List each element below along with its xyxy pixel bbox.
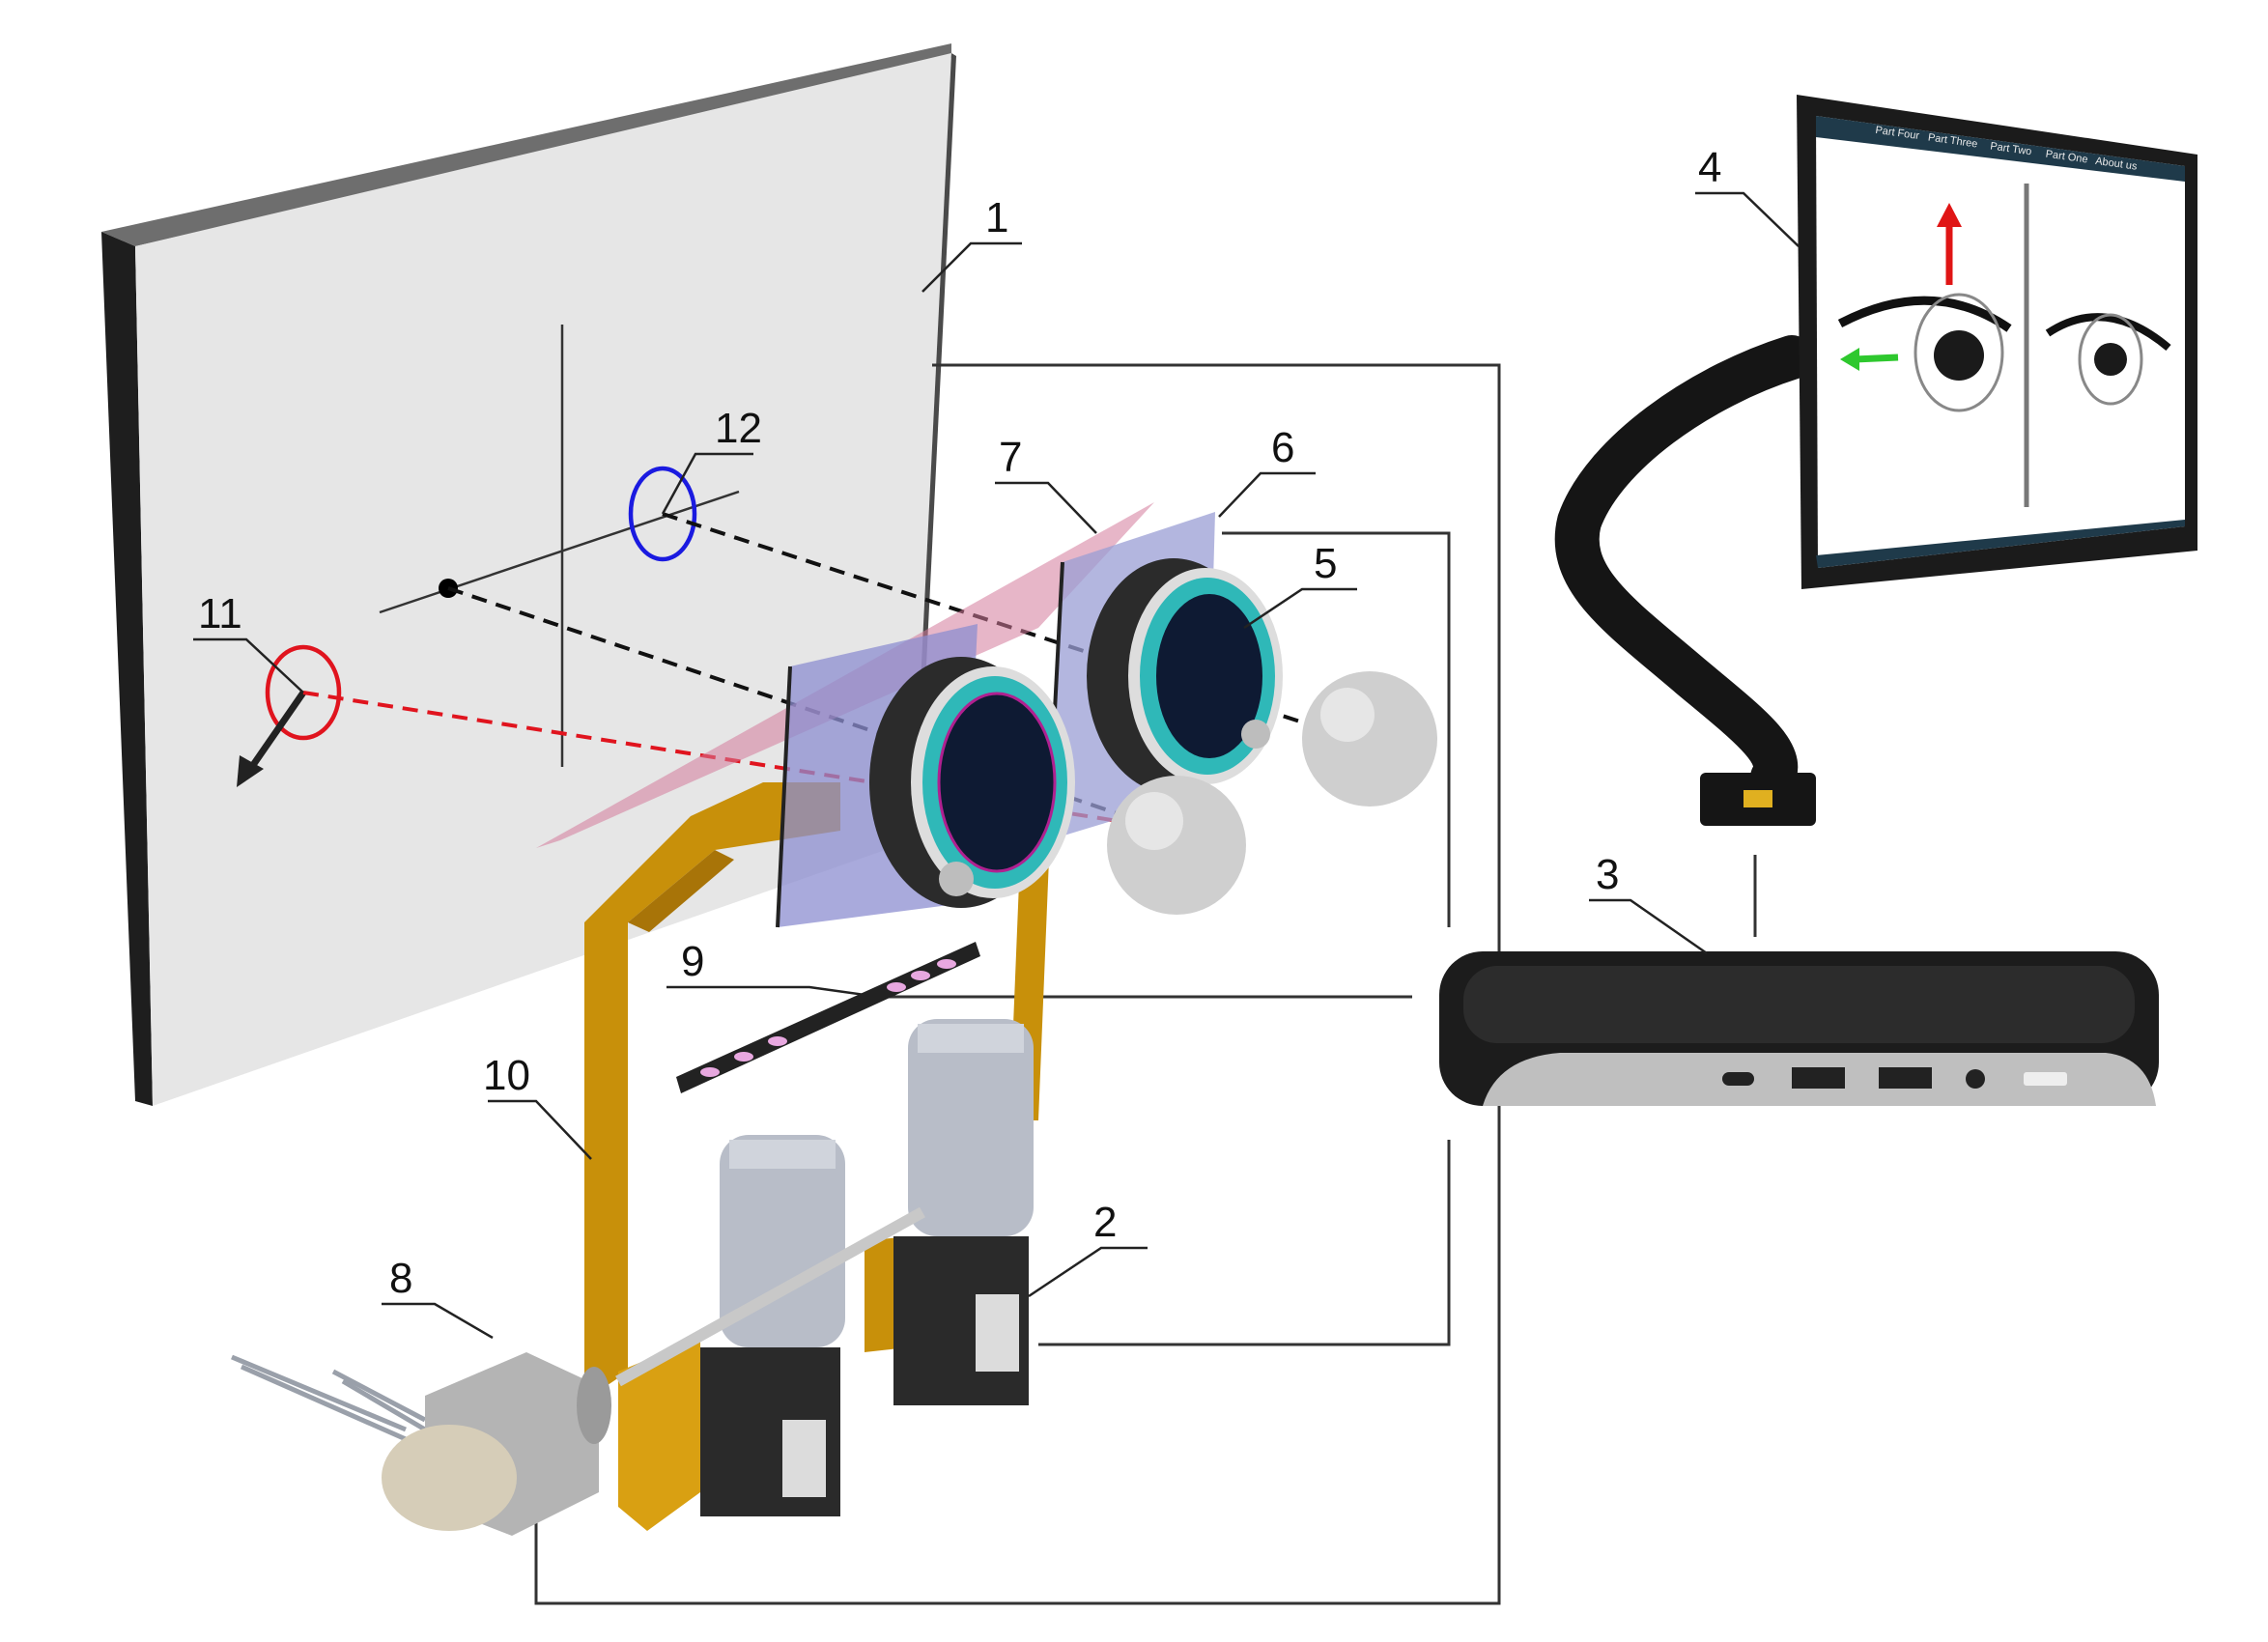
callout-1: 1	[985, 194, 1008, 241]
monitor	[1797, 95, 2197, 589]
ir-led-bar	[676, 942, 980, 1093]
callout-6: 6	[1271, 424, 1294, 471]
gaze-direction-arrow	[237, 691, 306, 787]
mini-pc	[1439, 951, 2159, 1106]
callout-7: 7	[999, 434, 1022, 481]
target-11-red-circle	[265, 644, 342, 741]
camera-left	[700, 1135, 845, 1516]
callout-8: 8	[389, 1255, 412, 1302]
callout-4: 4	[1698, 144, 1721, 191]
projection-screen	[101, 43, 956, 1106]
monitor-arm	[1554, 335, 1816, 826]
callout-10: 10	[483, 1052, 530, 1099]
monitor-right-eye	[2045, 313, 2171, 406]
callout-12: 12	[715, 405, 762, 452]
guide-rod	[615, 1206, 925, 1387]
camera-right	[893, 1019, 1034, 1405]
stepper-motor	[382, 1352, 611, 1536]
callout-3: 3	[1596, 851, 1619, 898]
left-arrow-green	[1840, 348, 1899, 371]
target-12-blue-circle	[628, 466, 697, 562]
up-arrow-red	[1937, 203, 1962, 285]
cable-ends	[231, 1354, 427, 1442]
lens-holder-right	[1087, 558, 1283, 794]
callout-5: 5	[1314, 540, 1337, 587]
callout-2: 2	[1093, 1199, 1117, 1246]
callout-leaders	[193, 191, 1800, 1340]
connection-cables	[534, 363, 1757, 1605]
monitor-left-eye	[1837, 293, 2012, 412]
lens-holder-left	[869, 657, 1075, 908]
callout-11: 11	[198, 590, 242, 637]
callout-numbers: 1 2 3 4 5 6 7 8 9 10 11 12	[198, 144, 1721, 1302]
ui-tab-3: Part Two	[1990, 140, 2032, 157]
callout-9: 9	[681, 938, 704, 985]
eye-models	[1107, 671, 1437, 915]
